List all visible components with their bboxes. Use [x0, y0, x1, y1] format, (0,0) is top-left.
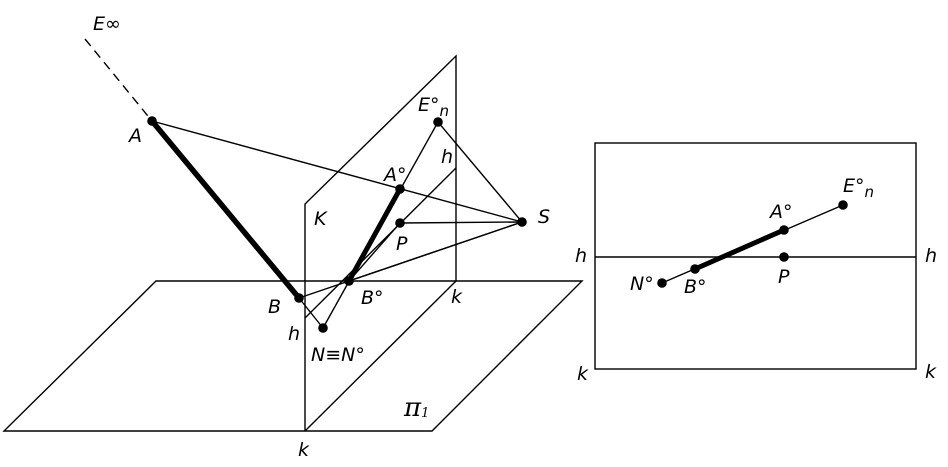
picture-plane-points	[657, 200, 848, 288]
label-n-eq: N≡N°	[311, 344, 365, 366]
label-en0-main: E°	[418, 94, 440, 116]
point-a0-right	[779, 225, 789, 235]
point-b0	[344, 276, 354, 286]
point-s	[517, 217, 527, 227]
label-en0-sub: n	[440, 102, 450, 120]
label-k-bottom: k	[298, 439, 310, 461]
segment-ab	[149, 118, 302, 301]
label-en0-right-sub: n	[865, 183, 875, 201]
point-n0-right	[657, 278, 667, 288]
label-en0-right-main: E°	[843, 175, 865, 197]
label-e-infinity: E∞	[93, 13, 121, 35]
picture-plane-labels: h h k k A° B° N° P E°n	[575, 175, 937, 385]
label-h-bottom: h	[288, 323, 300, 345]
label-b0-right: B°	[684, 276, 707, 298]
ray-p-s	[399, 221, 523, 224]
label-a0-right: A°	[768, 201, 793, 223]
segment-b0-a0	[692, 227, 787, 272]
label-h-right: h	[925, 245, 937, 267]
point-en0-right	[838, 200, 848, 210]
point-p	[395, 218, 405, 228]
point-b	[294, 293, 304, 303]
picture-plane-figure	[594, 142, 917, 370]
label-p-right: P	[778, 266, 790, 288]
segment-a0-b0	[346, 186, 403, 284]
label-b0: B°	[361, 287, 384, 309]
point-a	[147, 116, 157, 126]
perspective-labels: E∞ A B A° B° P S K h h k k E°n N≡N° π1	[93, 13, 550, 461]
label-h-top: h	[441, 146, 453, 168]
label-k-right: k	[925, 361, 937, 383]
label-k-left: k	[577, 363, 589, 385]
line-b0-p	[348, 222, 401, 282]
point-b0-right	[690, 264, 700, 274]
label-p: P	[396, 233, 408, 255]
perspective-figure	[2, 38, 584, 432]
point-p-right	[779, 252, 789, 262]
ray-en0-s	[437, 121, 523, 223]
label-k-plane: K	[314, 208, 328, 230]
line-b-n	[298, 297, 324, 329]
picture-frame	[594, 142, 917, 370]
label-a0: A°	[382, 164, 407, 186]
label-pi: π1	[403, 393, 429, 423]
ray-b0-s	[348, 221, 523, 282]
point-n	[318, 323, 328, 333]
label-a: A	[127, 125, 142, 147]
ground-plane-pi1	[2, 280, 584, 432]
point-a0	[395, 184, 405, 194]
horizon-h	[304, 167, 457, 319]
label-pi-sub: 1	[421, 406, 429, 421]
label-pi-main: π	[403, 393, 422, 423]
label-b: B	[268, 296, 281, 318]
e-infinity-ray	[84, 38, 153, 122]
label-en0: E°n	[418, 94, 449, 120]
label-n0-right: N°	[630, 273, 654, 295]
perspective-points	[147, 116, 527, 333]
trace-k	[304, 280, 457, 432]
label-k-top: k	[451, 286, 463, 308]
label-s: S	[538, 206, 550, 228]
label-en0-right: E°n	[843, 175, 874, 201]
point-en0	[433, 117, 443, 127]
ray-a-s	[151, 120, 523, 223]
label-h-left: h	[575, 245, 587, 267]
